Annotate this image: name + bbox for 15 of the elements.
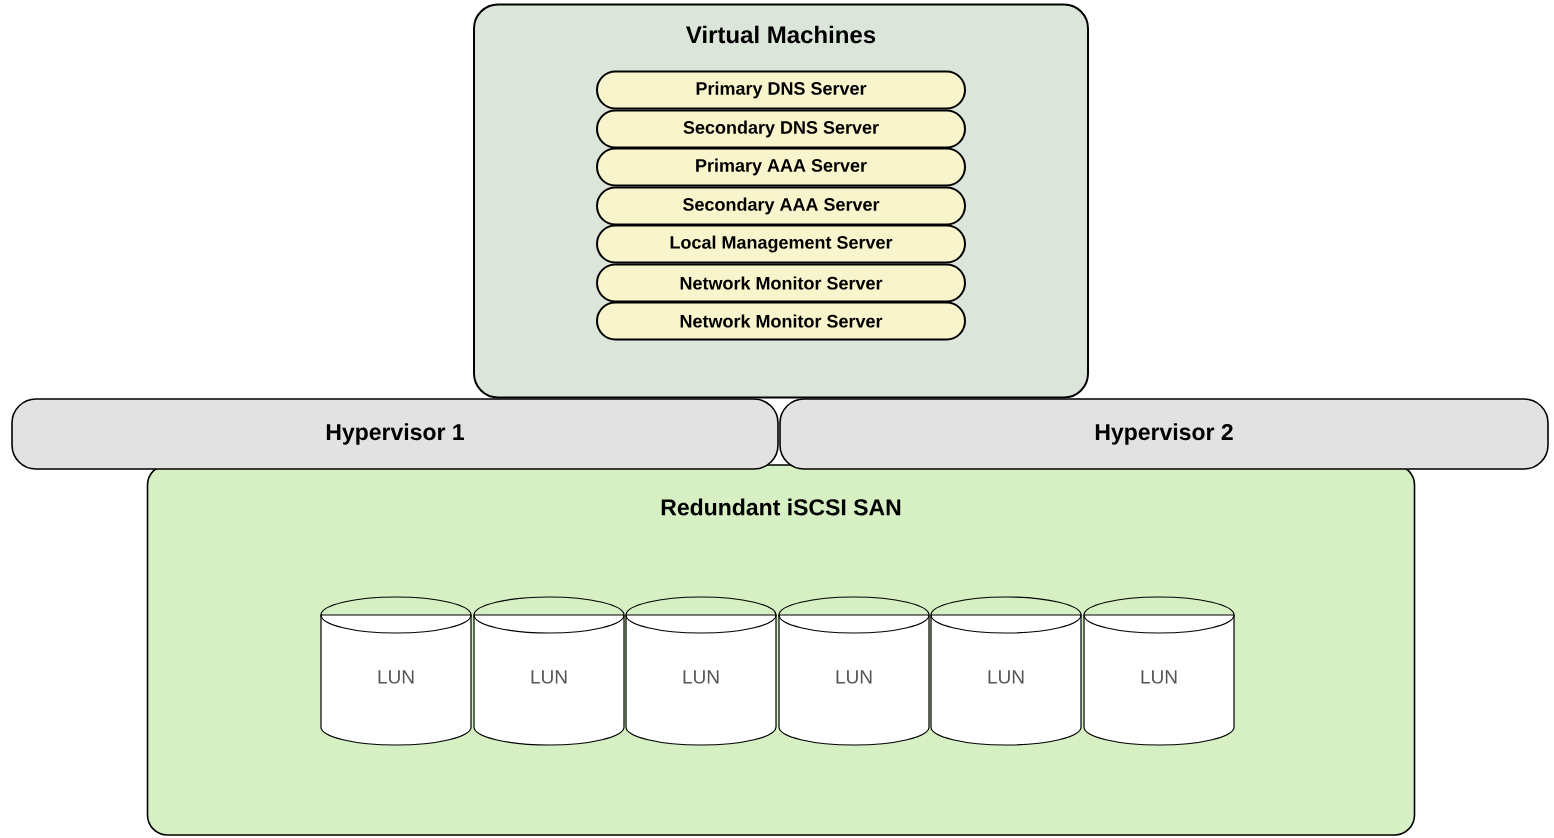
- storage-cylinder: LUN: [320, 596, 472, 746]
- hypervisor-bar: Hypervisor 2: [779, 398, 1549, 470]
- storage-cylinder: LUN: [625, 596, 777, 746]
- server-pill: Network Monitor Server: [596, 301, 966, 341]
- storage-cylinder: LUN: [1083, 596, 1235, 746]
- storage-cylinder: LUN: [930, 596, 1082, 746]
- hypervisor-bar: Hypervisor 1: [11, 398, 779, 470]
- server-pill: Primary AAA Server: [596, 147, 966, 187]
- storage-cylinder: LUN: [778, 596, 930, 746]
- storage-cylinder: LUN: [473, 596, 625, 746]
- server-pill: Secondary DNS Server: [596, 109, 966, 149]
- server-pill: Network Monitor Server: [596, 263, 966, 303]
- server-pill: Primary DNS Server: [596, 70, 966, 110]
- server-pill: Secondary AAA Server: [596, 186, 966, 226]
- server-pill: Local Management Server: [596, 224, 966, 264]
